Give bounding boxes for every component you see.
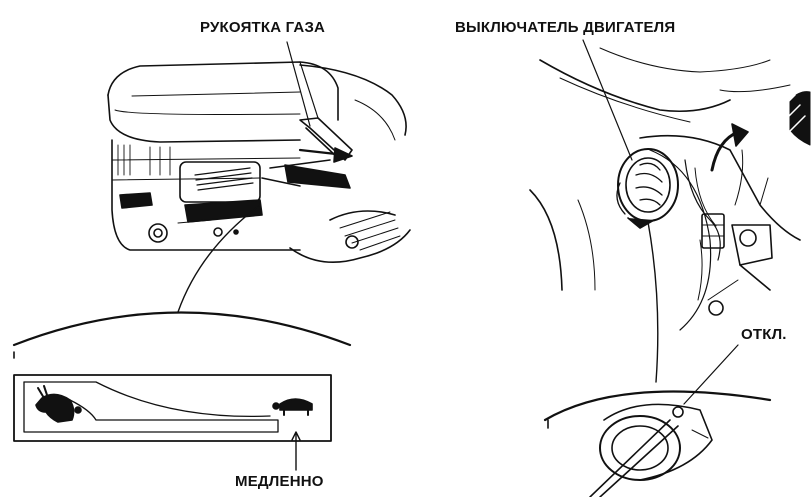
- rabbit-icon: [36, 386, 81, 422]
- off-position-label: ОТКЛ.: [741, 327, 787, 342]
- turtle-icon: [273, 399, 312, 415]
- engine-switch-label: ВЫКЛЮЧАТЕЛЬ ДВИГАТЕЛЯ: [455, 20, 675, 35]
- throttle-lever-label: РУКОЯТКА ГАЗА: [200, 20, 325, 35]
- slow-position-label: МЕДЛЕННО: [235, 474, 324, 489]
- left-engine-illustration: [108, 42, 410, 312]
- throttle-speed-gauge: [14, 313, 350, 471]
